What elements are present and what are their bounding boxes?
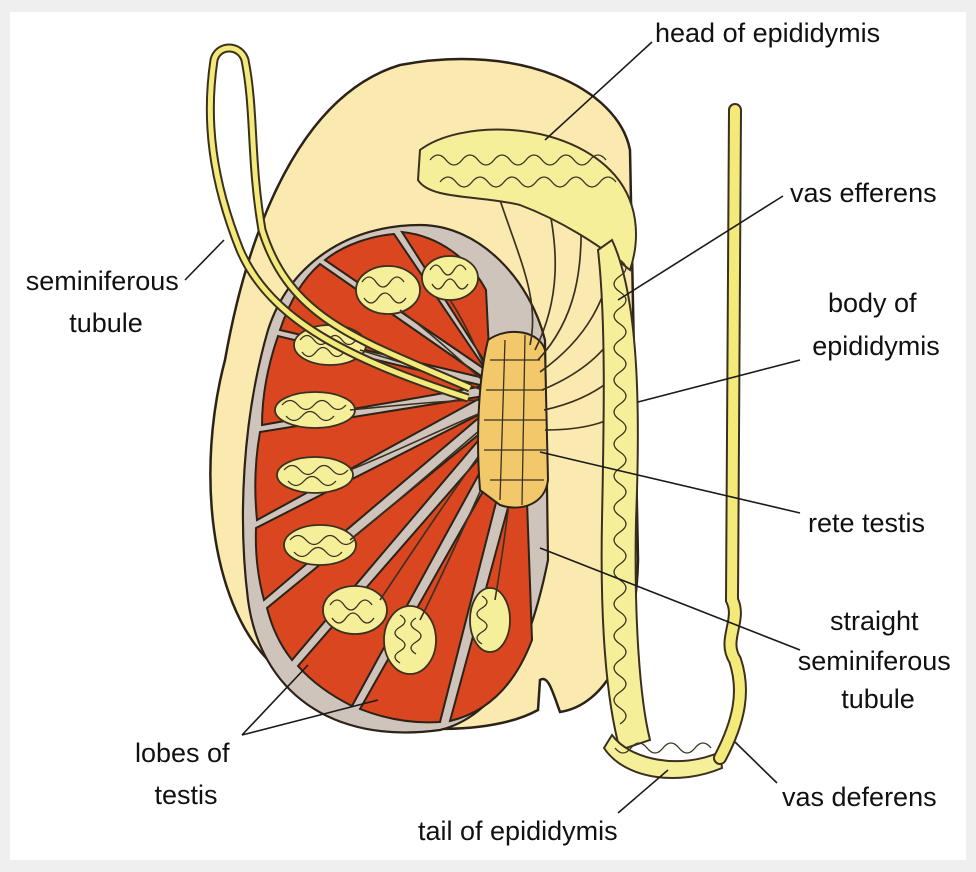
label-straight-line-3: tubule xyxy=(841,684,915,714)
rete-network xyxy=(484,335,546,505)
label-body-line-2: epididymis xyxy=(812,331,940,361)
label-body-line-1: body of xyxy=(828,288,917,318)
tubule-cluster xyxy=(384,606,436,674)
label-seminiferous-line-1: seminiferous xyxy=(26,266,179,296)
tubule-cluster xyxy=(470,588,510,652)
label-tail-of-epididymis: tail of epididymis xyxy=(418,816,618,846)
label-straight-line-1: straight xyxy=(830,606,919,636)
label-vas-deferens: vas deferens xyxy=(782,782,937,812)
label-rete-testis: rete testis xyxy=(808,508,925,538)
tubule-cluster xyxy=(275,392,355,428)
label-straight-line-2: seminiferous xyxy=(798,646,951,676)
label-seminiferous-line-2: tubule xyxy=(69,308,143,338)
label-lobes-line-2: testis xyxy=(154,780,217,810)
label-vas-efferens: vas efferens xyxy=(790,178,937,208)
label-lobes-line-1: lobes of xyxy=(135,738,230,768)
tubule-cluster xyxy=(422,256,478,300)
label-head-of-epididymis: head of epididymis xyxy=(655,18,880,48)
tubule-cluster xyxy=(277,457,353,493)
tubule-cluster xyxy=(323,586,387,634)
tubule-cluster xyxy=(356,266,420,314)
